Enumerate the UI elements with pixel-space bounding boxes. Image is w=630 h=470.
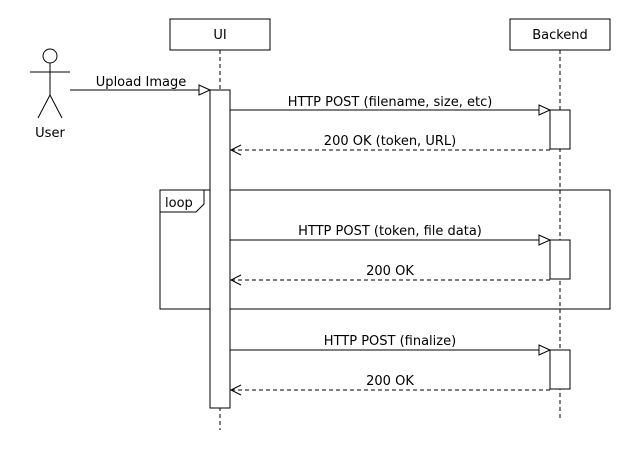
actor-label: User: [35, 126, 65, 141]
ui-participant-box: [169, 18, 271, 51]
message-200-ok-loop: 200 OK: [229, 264, 550, 286]
actor-left-leg: [37, 94, 51, 119]
actor-right-leg: [49, 94, 63, 119]
message-label: HTTP POST (token, file data): [298, 224, 482, 239]
message-200-ok-final: 200 OK: [229, 374, 550, 396]
message-arrowhead: [538, 344, 552, 356]
message-arrowhead: [538, 234, 552, 246]
backend-participant-label: Backend: [532, 28, 588, 43]
backend-activation-bar-1: [549, 109, 571, 150]
ui-participant-label: UI: [213, 28, 226, 43]
message-label: HTTP POST (filename, size, etc): [288, 95, 493, 110]
message-arrowhead: [229, 274, 242, 286]
message-upload-image: Upload Image: [70, 75, 212, 96]
message-http-post-finalize: HTTP POST (finalize): [230, 334, 552, 356]
message-arrowhead: [229, 384, 242, 396]
loop-fragment-tab: [160, 190, 205, 213]
backend-activation-bar-3: [549, 349, 571, 390]
message-200-ok-token-url: 200 OK (token, URL): [229, 134, 550, 156]
message-label: 200 OK: [366, 374, 414, 389]
message-label: Upload Image: [96, 75, 186, 90]
message-label: 200 OK (token, URL): [324, 134, 456, 149]
loop-keyword: loop: [165, 196, 193, 211]
loop-fragment: loop: [159, 189, 611, 310]
loop-fragment-frame: [159, 189, 611, 310]
message-http-post-filename: HTTP POST (filename, size, etc): [230, 95, 552, 116]
user-actor: User: [30, 48, 70, 141]
backend-participant-box: [509, 18, 611, 51]
message-label: HTTP POST (finalize): [324, 334, 456, 349]
message-label: 200 OK: [366, 264, 414, 279]
backend-activation-bar-2: [549, 239, 571, 280]
backend-participant: Backend: [509, 18, 611, 51]
message-http-post-file-data: HTTP POST (token, file data): [230, 224, 552, 246]
actor-head: [42, 48, 58, 64]
message-arrowhead: [229, 144, 242, 156]
ui-participant: UI: [169, 18, 271, 51]
message-arrowhead: [198, 84, 212, 96]
ui-activation-bar: [209, 89, 231, 409]
message-arrowhead: [538, 104, 552, 116]
